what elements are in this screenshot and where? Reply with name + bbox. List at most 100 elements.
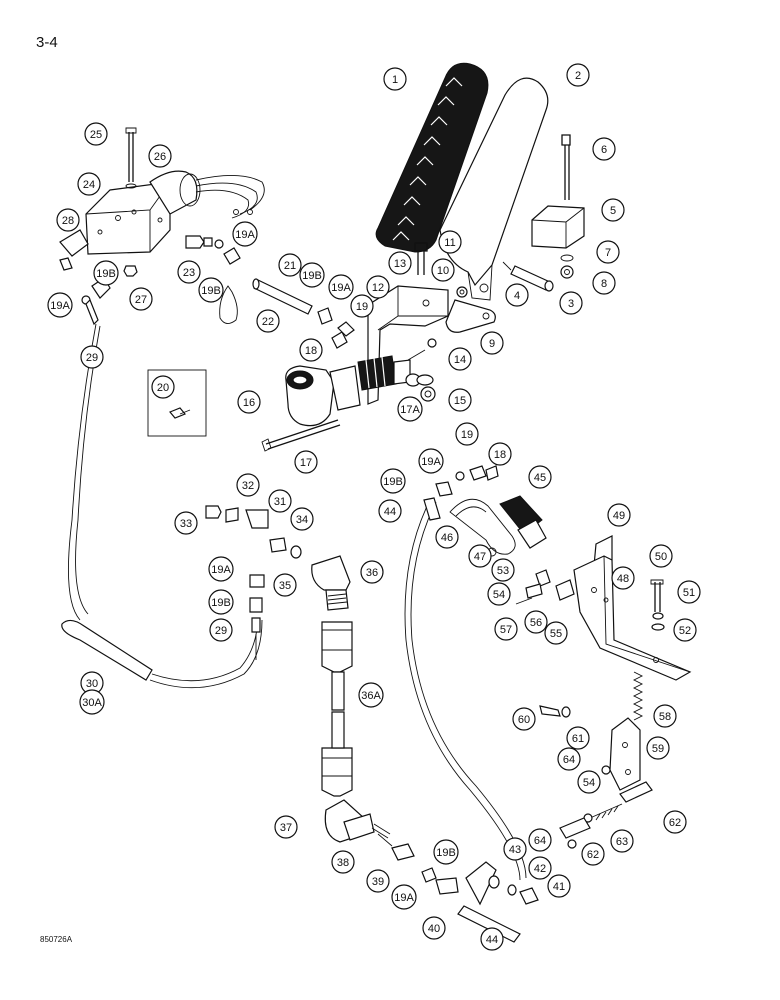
callout-circle [129,287,153,311]
callout-63: 63 [610,829,634,853]
callout-46: 46 [435,525,459,549]
callout-circle [198,277,224,303]
callout-55: 55 [544,621,568,645]
callout-47: 47 [468,544,492,568]
callout-label: 63 [616,836,628,848]
callout-label: 19B [211,597,231,609]
callout-52: 52 [673,618,697,642]
callout-label: 25 [90,129,102,141]
callout-label: 44 [384,506,396,518]
callout-50: 50 [649,544,673,568]
callout-circle [677,580,701,604]
callout-circle [653,704,677,728]
callout-30A: 30A [79,689,105,715]
callout-circle [488,442,512,466]
callout-19B: 19B [208,589,234,615]
callout-label: 40 [428,923,440,935]
callout-circle [577,770,601,794]
callout-19A: 19A [47,292,73,318]
callout-14: 14 [448,347,472,371]
callout-20: 20 [151,375,175,399]
tee-fitting-part [205,505,302,660]
callout-label: 6 [601,144,607,156]
callout-circle [237,390,261,414]
callout-circle [592,137,616,161]
callout-circle [236,473,260,497]
callout-circle [581,842,605,866]
callout-label: 19A [421,456,441,468]
callout-19B: 19B [433,839,459,865]
callout-23: 23 [177,260,201,284]
callout-circle [397,396,423,422]
callout-circle [174,511,198,535]
switch-actuator-part [515,569,575,605]
pedal-pin-part [502,261,554,292]
callout-49: 49 [607,503,631,527]
callout-label: 53 [497,565,509,577]
callout-circle [256,309,280,333]
callout-circle [438,230,462,254]
callout-label: 36A [361,690,381,702]
callout-circle [328,274,354,300]
inset-box-part [147,369,207,437]
callout-circle [177,260,201,284]
callout-12: 12 [366,275,390,299]
callout-62: 62 [581,842,605,866]
callout-circle [77,172,101,196]
page-number: 3-4 [36,34,58,51]
callout-24: 24 [77,172,101,196]
callout-label: 42 [534,863,546,875]
callout-circle [299,262,325,288]
callout-circle [601,198,625,222]
callout-label: 17 [300,457,312,469]
callout-circle [431,258,455,282]
callout-label: 16 [243,397,255,409]
callout-circle [512,707,536,731]
callout-circle [208,589,234,615]
hose-assembly-36A-part [321,621,353,797]
callout-label: 27 [135,294,147,306]
callout-label: 49 [613,510,625,522]
right-hose-part [404,497,527,881]
callout-label: 29 [215,625,227,637]
callout-label: 59 [652,743,664,755]
callout-label: 33 [180,518,192,530]
callout-label: 3 [568,298,574,310]
callout-circle [610,829,634,853]
callout-circle [455,422,479,446]
callout-circle [491,558,515,582]
callout-34: 34 [290,507,314,531]
callout-circle [274,815,298,839]
callout-label: 14 [454,354,466,366]
callout-15: 15 [448,388,472,412]
callout-7: 7 [596,240,620,264]
callout-label: 13 [394,258,406,270]
callout-circle [232,221,258,247]
callout-35: 35 [273,573,297,597]
callout-18: 18 [299,338,323,362]
callout-53: 53 [491,558,515,582]
callout-label: 18 [305,345,317,357]
callout-label: 52 [679,625,691,637]
callout-label: 29 [86,352,98,364]
callout-label: 19B [302,270,322,282]
callout-42: 42 [528,856,552,880]
pedal-lever-part [439,77,549,301]
callout-54: 54 [487,582,511,606]
callout-38: 38 [331,850,355,874]
callout-circle [547,874,571,898]
callout-label: 61 [572,733,584,745]
callout-label: 21 [284,260,296,272]
callout-label: 9 [489,338,495,350]
callout-circle [148,144,172,168]
callout-8: 8 [592,271,616,295]
callout-19B: 19B [380,468,406,494]
callout-59: 59 [646,736,670,760]
callout-39: 39 [366,869,390,893]
callout-61: 61 [566,726,590,750]
callout-56: 56 [524,610,548,634]
callout-label: 62 [669,817,681,829]
callout-label: 39 [372,876,384,888]
callout-circle [391,884,417,910]
